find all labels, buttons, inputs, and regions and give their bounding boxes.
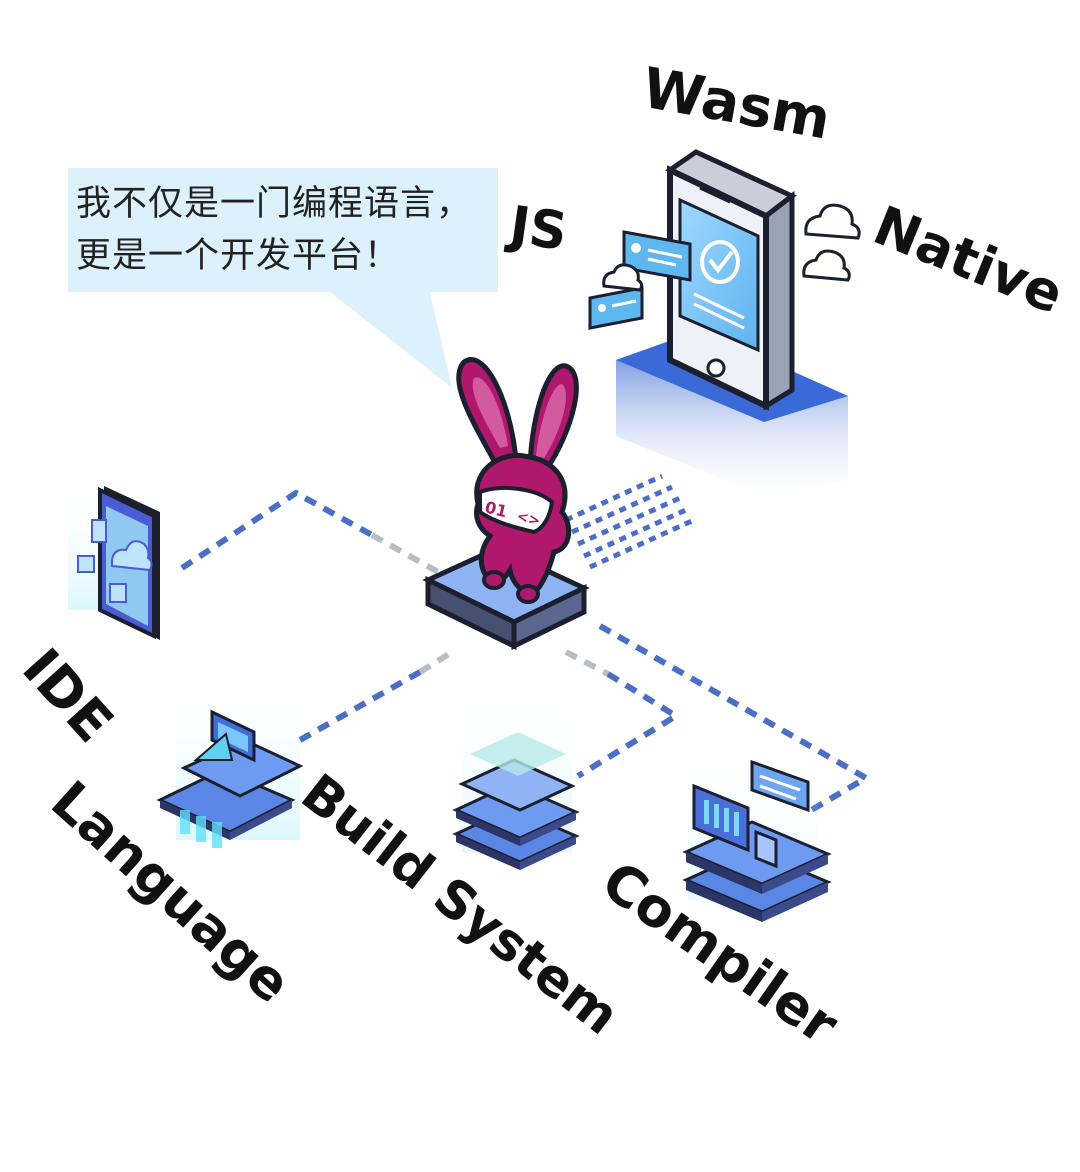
- speech-line-1: 我不仅是一门编程语言，: [76, 184, 473, 224]
- build-stack-icon: [452, 702, 580, 870]
- label-wasm: Wasm: [638, 56, 836, 153]
- cloud-icon: [602, 203, 861, 292]
- connector-lines: [180, 473, 872, 815]
- label-js: JS: [503, 195, 571, 263]
- tablet-icon: [68, 486, 160, 640]
- label-build-system: Build System: [290, 763, 630, 1047]
- connector-language-tail: [418, 649, 454, 675]
- mascot-badge-right: <>: [515, 508, 542, 529]
- connector-ide: [180, 489, 374, 571]
- label-native: Native: [865, 194, 1072, 327]
- connector-build-2: [576, 671, 682, 779]
- speech-bubble-text: 我不仅是一门编程语言， 更是一个开发平台！: [76, 178, 496, 282]
- check-icon: [700, 240, 740, 284]
- language-block-icon: [156, 700, 304, 848]
- speech-line-2: 更是一个开发平台！: [76, 236, 401, 276]
- chat-bubble-icon: [588, 230, 692, 330]
- connector-ide-tail: [370, 532, 442, 576]
- compiler-stack-icon: [682, 759, 832, 922]
- connector-language: [298, 669, 422, 743]
- central-platform: [422, 545, 590, 651]
- data-stream-lines: [564, 473, 696, 570]
- label-ide: IDE: [10, 637, 125, 755]
- mascot-badge-left: 01: [483, 497, 509, 521]
- phone-icon: [665, 149, 797, 411]
- speech-bubble: [68, 168, 498, 388]
- rabbit-mascot: 01 <>: [456, 357, 579, 604]
- connector-build: [564, 649, 610, 677]
